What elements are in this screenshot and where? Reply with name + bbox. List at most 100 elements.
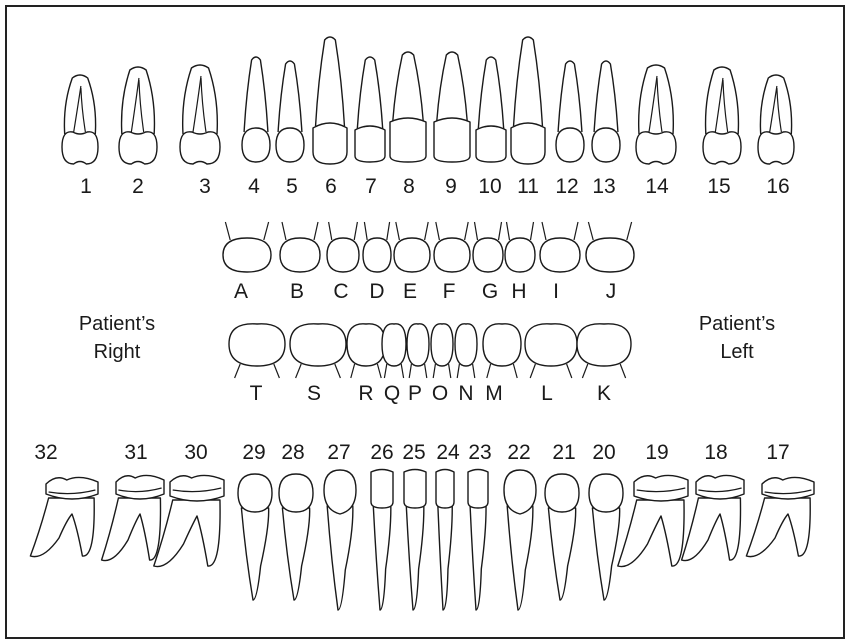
upper-tooth-1[interactable] bbox=[62, 75, 98, 164]
primary-tooth-J[interactable] bbox=[586, 222, 634, 272]
primary-tooth-H[interactable] bbox=[505, 222, 535, 272]
upper-tooth-8[interactable] bbox=[390, 52, 426, 162]
primary-tooth-Q[interactable] bbox=[382, 324, 406, 378]
primary-tooth-R-letter: R bbox=[358, 382, 373, 405]
upper-tooth-6-number: 6 bbox=[325, 175, 337, 198]
lower-tooth-30-number: 30 bbox=[184, 441, 207, 464]
upper-tooth-2-number: 2 bbox=[132, 175, 144, 198]
primary-tooth-K[interactable] bbox=[577, 324, 631, 378]
upper-tooth-8-number: 8 bbox=[403, 175, 415, 198]
primary-tooth-I-letter: I bbox=[553, 280, 559, 303]
upper-tooth-9-number: 9 bbox=[445, 175, 457, 198]
upper-tooth-6[interactable] bbox=[313, 37, 347, 164]
upper-tooth-7[interactable] bbox=[355, 57, 385, 162]
lower-tooth-26-number: 26 bbox=[370, 441, 393, 464]
upper-tooth-3[interactable] bbox=[180, 65, 220, 164]
primary-tooth-T-letter: T bbox=[250, 382, 263, 405]
primary-tooth-P[interactable] bbox=[407, 324, 429, 378]
lower-tooth-25[interactable] bbox=[404, 470, 426, 611]
upper-tooth-10-number: 10 bbox=[478, 175, 501, 198]
primary-tooth-A-letter: A bbox=[234, 280, 248, 303]
upper-tooth-1-number: 1 bbox=[80, 175, 92, 198]
upper-tooth-11[interactable] bbox=[511, 37, 545, 164]
lower-tooth-26[interactable] bbox=[371, 470, 393, 611]
primary-tooth-F-letter: F bbox=[443, 280, 456, 303]
upper-tooth-15[interactable] bbox=[703, 67, 741, 164]
primary-tooth-N-letter: N bbox=[458, 382, 473, 405]
primary-tooth-O[interactable] bbox=[431, 324, 453, 378]
lower-tooth-19[interactable] bbox=[618, 475, 688, 566]
primary-tooth-C[interactable] bbox=[327, 222, 359, 272]
primary-tooth-G[interactable] bbox=[473, 222, 503, 272]
upper-tooth-13[interactable] bbox=[592, 61, 620, 162]
primary-tooth-Q-letter: Q bbox=[384, 382, 400, 405]
lower-tooth-20[interactable] bbox=[589, 474, 623, 600]
primary-tooth-S[interactable] bbox=[290, 324, 346, 378]
primary-tooth-F[interactable] bbox=[434, 222, 470, 272]
lower-tooth-23[interactable] bbox=[468, 470, 488, 611]
lower-tooth-24[interactable] bbox=[436, 470, 454, 611]
primary-tooth-L[interactable] bbox=[525, 324, 577, 378]
primary-tooth-C-letter: C bbox=[333, 280, 348, 303]
primary-tooth-N[interactable] bbox=[455, 324, 477, 378]
primary-tooth-G-letter: G bbox=[482, 280, 498, 303]
patients-right-line2: Right bbox=[52, 338, 182, 366]
lower-tooth-18-number: 18 bbox=[704, 441, 727, 464]
primary-tooth-E-letter: E bbox=[403, 280, 417, 303]
primary-tooth-K-letter: K bbox=[597, 382, 611, 405]
lower-tooth-17-number: 17 bbox=[766, 441, 789, 464]
primary-tooth-P-letter: P bbox=[408, 382, 422, 405]
lower-tooth-21[interactable] bbox=[545, 474, 579, 600]
lower-tooth-28[interactable] bbox=[279, 474, 313, 600]
primary-tooth-O-letter: O bbox=[432, 382, 448, 405]
lower-tooth-20-number: 20 bbox=[592, 441, 615, 464]
primary-tooth-M-letter: M bbox=[485, 382, 503, 405]
upper-tooth-16[interactable] bbox=[758, 75, 794, 164]
lower-tooth-22[interactable] bbox=[504, 470, 536, 610]
upper-tooth-14[interactable] bbox=[636, 65, 676, 164]
lower-tooth-31-number: 31 bbox=[124, 441, 147, 464]
upper-tooth-11-number: 11 bbox=[517, 175, 539, 198]
patients-right-label: Patient’s Right bbox=[52, 310, 182, 366]
upper-tooth-13-number: 13 bbox=[592, 175, 615, 198]
lower-tooth-18[interactable] bbox=[682, 475, 744, 560]
primary-tooth-A[interactable] bbox=[223, 222, 271, 272]
lower-tooth-32-number: 32 bbox=[34, 441, 57, 464]
patients-left-line1: Patient’s bbox=[672, 310, 802, 338]
primary-tooth-D-letter: D bbox=[369, 280, 384, 303]
upper-tooth-7-number: 7 bbox=[365, 175, 377, 198]
upper-tooth-10[interactable] bbox=[476, 57, 506, 162]
primary-tooth-T[interactable] bbox=[229, 324, 285, 378]
lower-tooth-25-number: 25 bbox=[402, 441, 425, 464]
upper-tooth-14-number: 14 bbox=[645, 175, 669, 198]
patients-right-line1: Patient’s bbox=[52, 310, 182, 338]
lower-tooth-32[interactable] bbox=[30, 477, 98, 556]
upper-tooth-4-number: 4 bbox=[248, 175, 260, 198]
lower-tooth-22-number: 22 bbox=[507, 441, 530, 464]
upper-tooth-16-number: 16 bbox=[766, 175, 789, 198]
primary-tooth-L-letter: L bbox=[541, 382, 553, 405]
lower-tooth-23-number: 23 bbox=[468, 441, 491, 464]
lower-tooth-28-number: 28 bbox=[281, 441, 304, 464]
primary-tooth-R[interactable] bbox=[347, 324, 385, 378]
upper-tooth-4[interactable] bbox=[242, 57, 270, 162]
primary-tooth-M[interactable] bbox=[483, 324, 521, 378]
primary-tooth-B[interactable] bbox=[280, 222, 320, 272]
upper-tooth-3-number: 3 bbox=[199, 175, 211, 198]
lower-tooth-24-number: 24 bbox=[436, 441, 460, 464]
lower-tooth-29[interactable] bbox=[238, 474, 272, 600]
upper-tooth-5[interactable] bbox=[276, 61, 304, 162]
lower-tooth-17[interactable] bbox=[746, 477, 814, 556]
lower-tooth-19-number: 19 bbox=[645, 441, 668, 464]
upper-tooth-9[interactable] bbox=[434, 52, 470, 162]
primary-tooth-E[interactable] bbox=[394, 222, 430, 272]
lower-tooth-27-number: 27 bbox=[327, 441, 350, 464]
lower-tooth-27[interactable] bbox=[324, 470, 356, 610]
upper-tooth-2[interactable] bbox=[119, 67, 157, 164]
lower-tooth-31[interactable] bbox=[102, 475, 164, 560]
lower-tooth-21-number: 21 bbox=[552, 441, 575, 464]
primary-tooth-D[interactable] bbox=[363, 222, 391, 272]
upper-tooth-12[interactable] bbox=[556, 61, 584, 162]
primary-tooth-J-letter: J bbox=[606, 280, 617, 303]
primary-tooth-I[interactable] bbox=[540, 222, 580, 272]
